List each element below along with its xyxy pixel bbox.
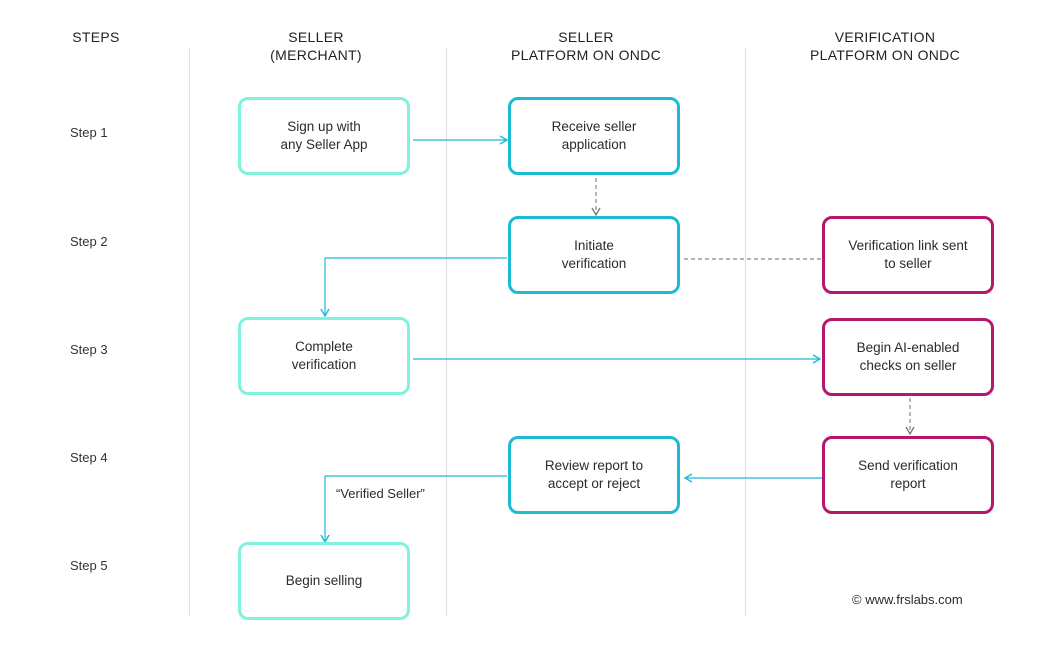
box-begin-selling: Begin selling xyxy=(238,542,410,620)
arrow-review-to-selling xyxy=(320,475,507,544)
column-divider xyxy=(745,48,746,616)
column-divider xyxy=(446,48,447,616)
step-label-2: Step 2 xyxy=(70,234,108,249)
step-label-3: Step 3 xyxy=(70,342,108,357)
edge-label-verified-seller: “Verified Seller” xyxy=(336,486,425,501)
step-label-5: Step 5 xyxy=(70,558,108,573)
column-header-seller: SELLER(MERCHANT) xyxy=(270,29,362,63)
column-divider xyxy=(189,48,190,616)
arrow-initiate-to-complete xyxy=(320,257,507,318)
step-label-4: Step 4 xyxy=(70,450,108,465)
column-header-steps: STEPS xyxy=(72,29,120,45)
copyright-text: © www.frslabs.com xyxy=(852,592,963,607)
step-label-1: Step 1 xyxy=(70,125,108,140)
